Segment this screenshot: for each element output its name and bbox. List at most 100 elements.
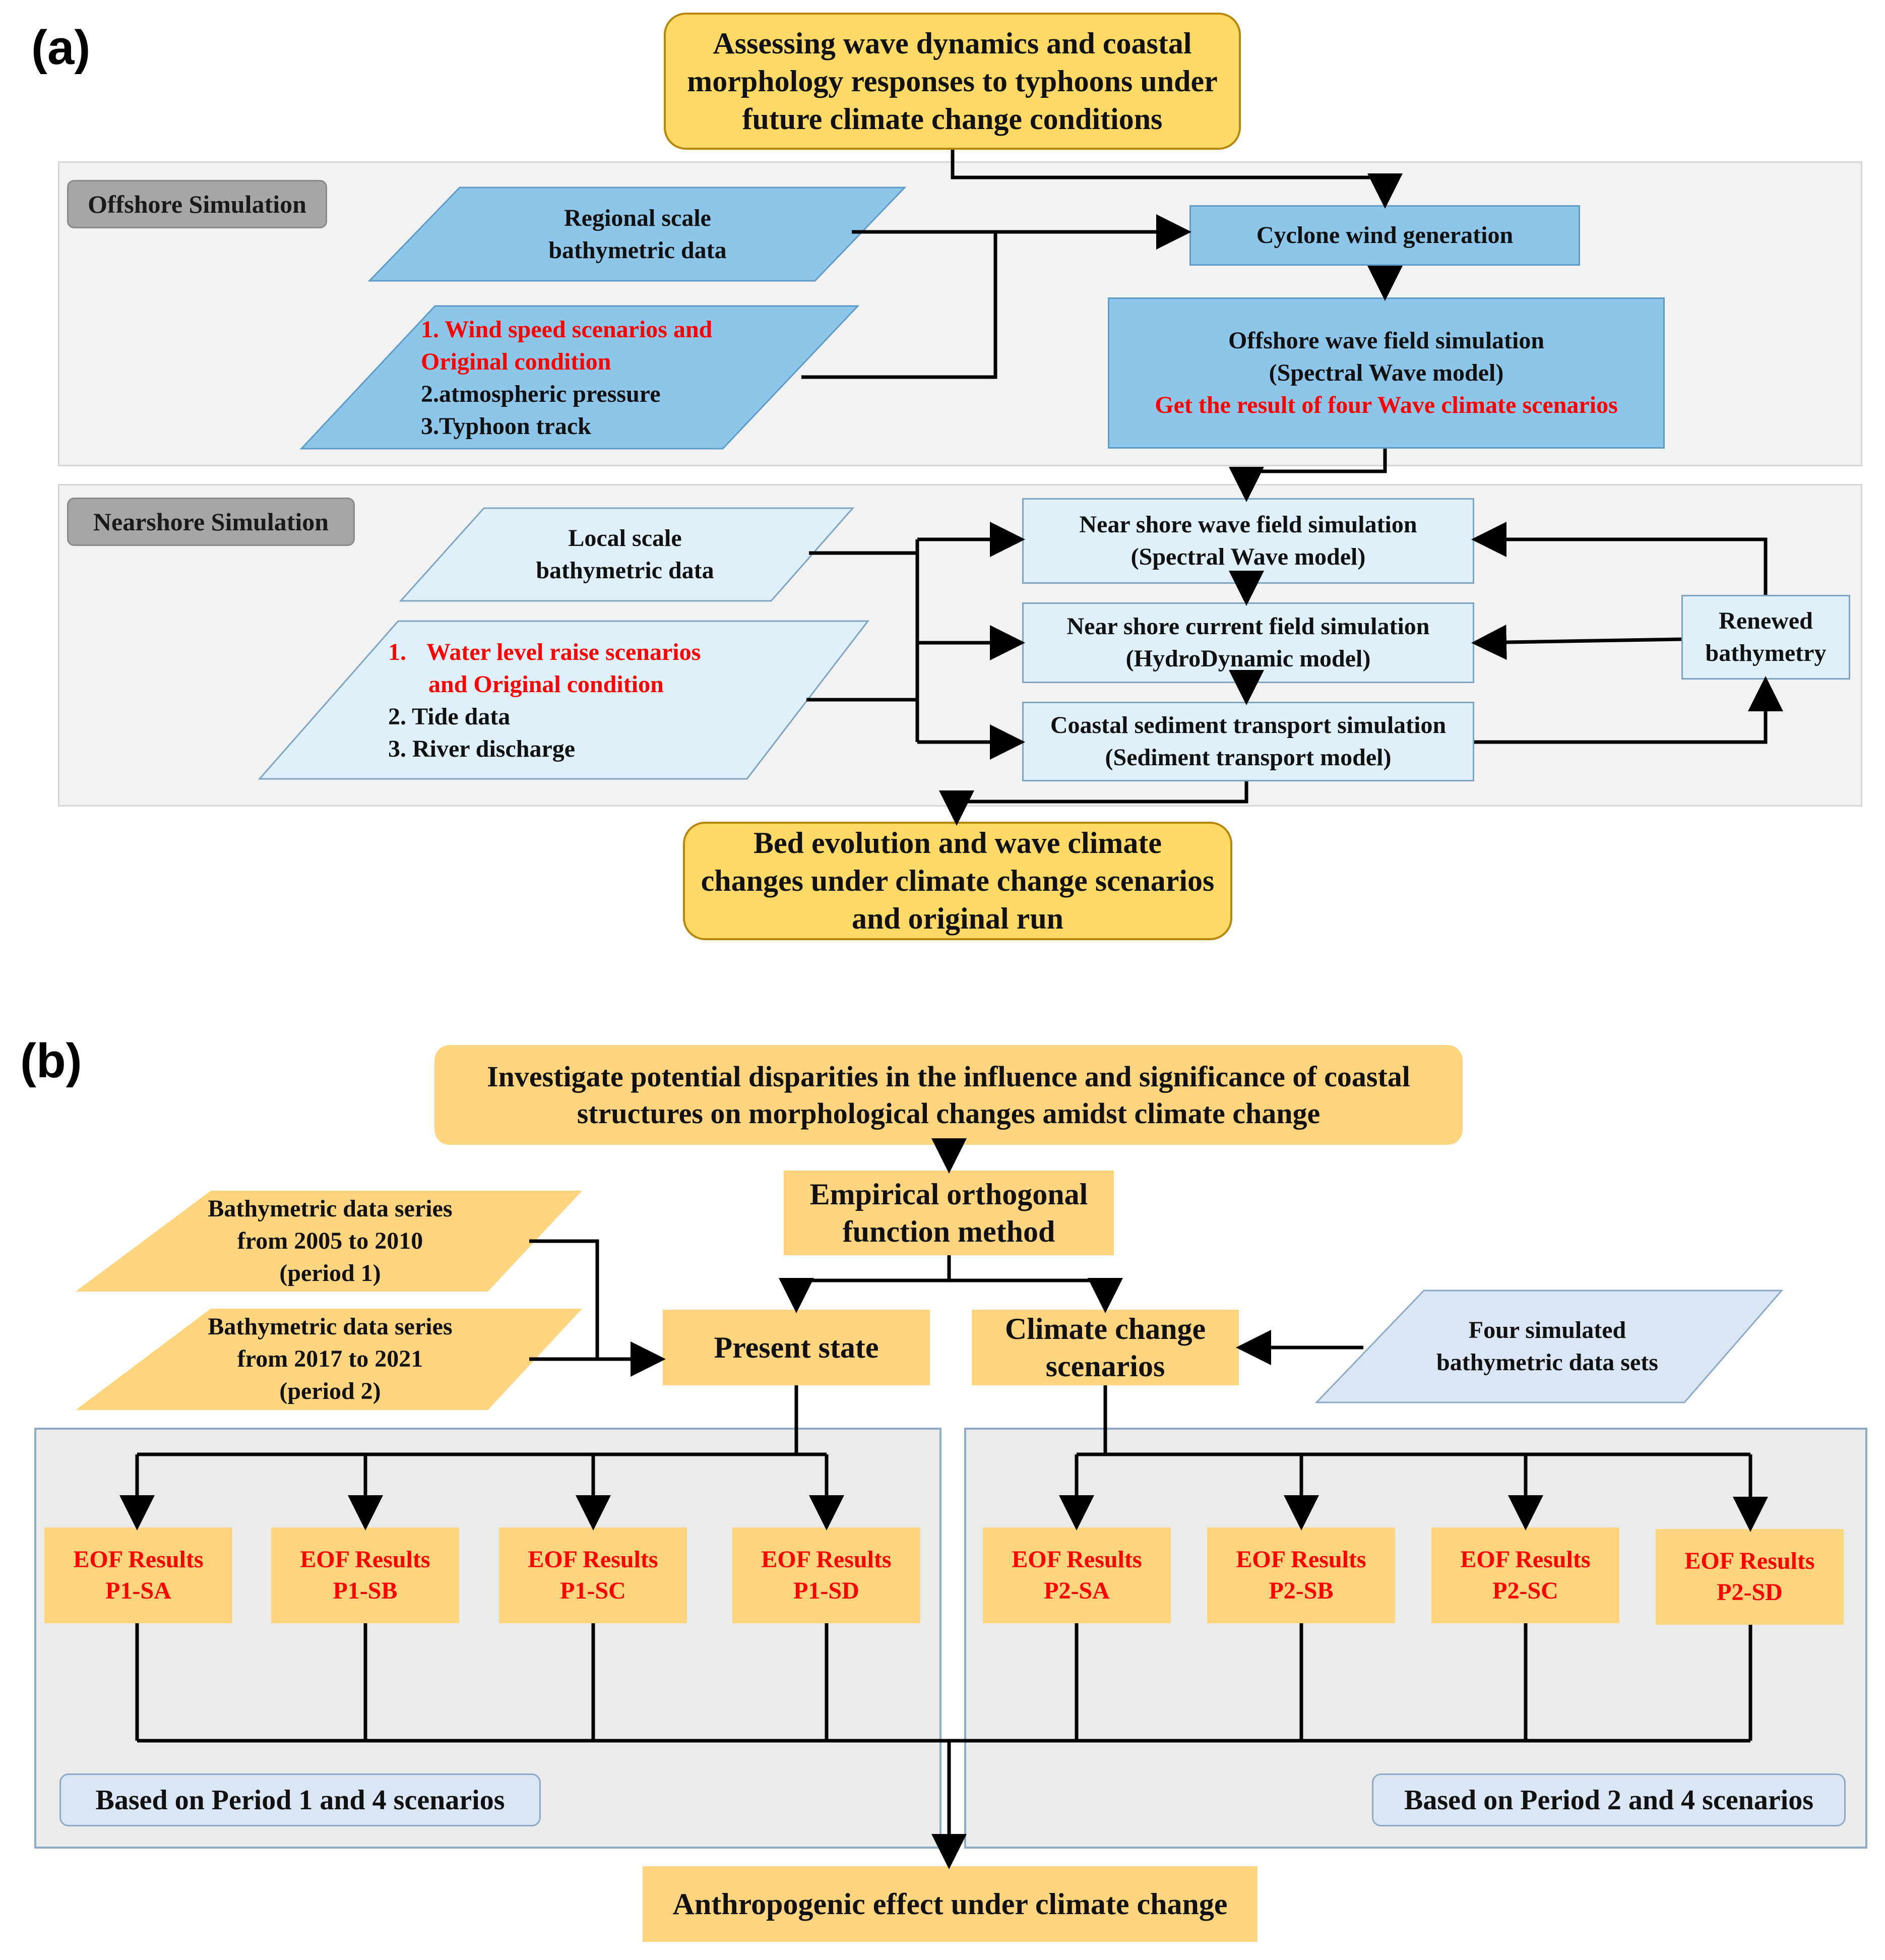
offshore-simulation-tag: Offshore Simulation <box>67 180 327 228</box>
panel-a-result-line: and original run <box>851 902 1064 935</box>
nearshore-current-line: Near shore current field simulation <box>1066 613 1430 640</box>
panel-a-label: (a) <box>31 21 91 75</box>
offshore-wave-red-line: Get the result of four Wave climate scen… <box>1155 392 1618 418</box>
eof-method-line: function method <box>842 1215 1055 1248</box>
eof-result-p1-sa: EOF Results P1-SA <box>44 1527 232 1623</box>
nearshore-simulation-tag: Nearshore Simulation <box>67 498 355 546</box>
eof-result-p1-sb: EOF Results P1-SB <box>271 1527 459 1623</box>
panel-a-result-line: Bed evolution and wave climate <box>753 826 1162 860</box>
period2-parallelogram <box>76 1309 582 1410</box>
eof-result-p2-sb: EOF Results P2-SB <box>1207 1527 1395 1623</box>
anthropogenic-label: Anthropogenic effect under climate chang… <box>672 1887 1228 1921</box>
eof-result-p2-sa: EOF Results P2-SA <box>983 1527 1171 1623</box>
eof-result-code: P1-SC <box>560 1577 626 1604</box>
eof-result-line: EOF Results <box>73 1546 204 1573</box>
regional-bathy-line: Regional scale <box>564 204 711 231</box>
eof-result-code: P2-SD <box>1717 1579 1783 1606</box>
regional-bathy-line: bathymetric data <box>548 236 727 264</box>
renewed-bathymetry-box: Renewed bathymetry <box>1681 595 1850 680</box>
regional-bathy-text: Regional scale bathymetric data <box>504 188 771 281</box>
eof-result-line: EOF Results <box>761 1546 892 1573</box>
offshore-wave-box: Offshore wave field simulation (Spectral… <box>1108 297 1665 449</box>
nearshore-wave-line: Near shore wave field simulation <box>1079 511 1417 538</box>
local-bathy-line: Local scale <box>568 525 682 552</box>
eof-method-split <box>779 1255 951 1313</box>
anthropogenic-result-box: Anthropogenic effect under climate chang… <box>643 1866 1258 1942</box>
present-state-label: Present state <box>714 1330 879 1364</box>
eof-result-p2-sc: EOF Results P2-SC <box>1431 1527 1619 1623</box>
eof-result-p1-sd: EOF Results P1-SD <box>732 1527 920 1623</box>
panel-b-title-line: Investigate potential disparities in the… <box>487 1060 1410 1093</box>
nearshore-wave-line: (Spectral Wave model) <box>1130 543 1366 570</box>
period1-line: from 2005 to 2010 <box>237 1228 423 1254</box>
eof-result-p1-sc: EOF Results P1-SC <box>499 1527 687 1623</box>
water-inputs-parallelogram <box>258 620 870 780</box>
wind-inputs-parallelogram <box>299 305 860 450</box>
regional-bathy-parallelogram <box>367 187 907 282</box>
four-sets-text: Four simulated bathymetric data sets <box>1401 1291 1693 1402</box>
panel-a-title-line: future climate change conditions <box>742 102 1163 136</box>
eof-result-line: EOF Results <box>1684 1548 1815 1574</box>
period2-line: Bathymetric data series <box>208 1313 453 1340</box>
wind-black-line: 2.atmospheric pressure <box>421 381 661 407</box>
wind-red-line: 1. Wind speed scenarios and <box>421 316 713 343</box>
offshore-wave-line: (Spectral Wave model) <box>1269 359 1504 386</box>
eof-result-line: EOF Results <box>1460 1546 1591 1573</box>
sediment-to-result-connector <box>939 781 1248 826</box>
period1-line: Bathymetric data series <box>208 1195 453 1222</box>
local-bathy-line: bathymetric data <box>536 557 714 584</box>
local-bathy-parallelogram <box>399 507 855 602</box>
eof-result-line: EOF Results <box>1236 1546 1366 1573</box>
eof-result-code: P2-SA <box>1044 1577 1110 1604</box>
renewed-to-current-connector <box>1471 625 1682 660</box>
climate-scenarios-box: Climate change scenarios <box>972 1310 1239 1385</box>
water-red-num: 1. <box>388 639 406 665</box>
eof-method-split-right <box>949 1278 1123 1313</box>
eof-result-line: EOF Results <box>300 1546 430 1573</box>
water-black-line: 2. Tide data <box>388 703 511 730</box>
eof-result-code: P1-SD <box>793 1577 859 1604</box>
panel-a-title-line: morphology responses to typhoons under <box>687 64 1218 98</box>
cyclone-wind-label: Cyclone wind generation <box>1256 222 1514 249</box>
eof-result-code: P2-SB <box>1269 1577 1334 1604</box>
based-period1-tag: Based on Period 1 and 4 scenarios <box>59 1773 541 1826</box>
title-to-cyclone-connector <box>951 150 1403 209</box>
water-black-line: 3. River discharge <box>388 736 576 762</box>
period2-text: Bathymetric data series from 2017 to 202… <box>179 1309 481 1410</box>
sediment-line: (Sediment transport model) <box>1105 744 1392 771</box>
wind-red-line: Original condition <box>421 348 611 375</box>
wind-inputs-connector <box>801 232 997 379</box>
cyclone-wind-box: Cyclone wind generation <box>1189 205 1580 266</box>
panel-b-title-line: structures on morphological changes amid… <box>577 1097 1321 1130</box>
offshore-to-nearshore-connector <box>1229 449 1387 502</box>
water-red-line-2: and Original condition <box>428 671 664 698</box>
eof-result-code: P2-SC <box>1492 1577 1558 1604</box>
climate-scenarios-line: scenarios <box>1045 1350 1165 1383</box>
panel-a-result-box: Bed evolution and wave climate changes u… <box>683 822 1232 940</box>
water-red-text: Water level raise scenarios <box>426 639 701 665</box>
eof-method-line: Empirical orthogonal <box>809 1178 1088 1211</box>
local-bathy-text: Local scale bathymetric data <box>484 508 766 601</box>
sediment-to-renewed-connector <box>1474 676 1783 744</box>
panel-a-title-line: Assessing wave dynamics and coastal <box>713 26 1192 60</box>
eof-result-line: EOF Results <box>1012 1546 1142 1573</box>
climate-scenarios-line: Climate change <box>1004 1312 1206 1345</box>
period2-line: from 2017 to 2021 <box>237 1345 423 1372</box>
period1-line: (period 1) <box>279 1260 381 1287</box>
renewed-line: Renewed <box>1719 607 1813 634</box>
wind-black-line: 3.Typhoon track <box>421 413 591 440</box>
renewed-to-wave-connector <box>1471 522 1768 595</box>
period1-text: Bathymetric data series from 2005 to 201… <box>179 1191 481 1292</box>
offshore-wave-line: Offshore wave field simulation <box>1228 327 1545 354</box>
period1-connector <box>529 1239 599 1359</box>
eof-result-line: EOF Results <box>528 1546 658 1573</box>
four-sets-line: bathymetric data sets <box>1436 1349 1658 1376</box>
period2-line: (period 2) <box>279 1378 381 1404</box>
eof-result-p2-sd: EOF Results P2-SD <box>1656 1529 1844 1625</box>
present-state-box: Present state <box>663 1310 930 1385</box>
nearshore-current-line: (HydroDynamic model) <box>1125 645 1371 672</box>
wind-inputs-text: 1. Wind speed scenarios and Original con… <box>421 310 774 446</box>
four-sets-parallelogram <box>1314 1290 1784 1403</box>
eof-result-code: P1-SA <box>105 1577 171 1604</box>
